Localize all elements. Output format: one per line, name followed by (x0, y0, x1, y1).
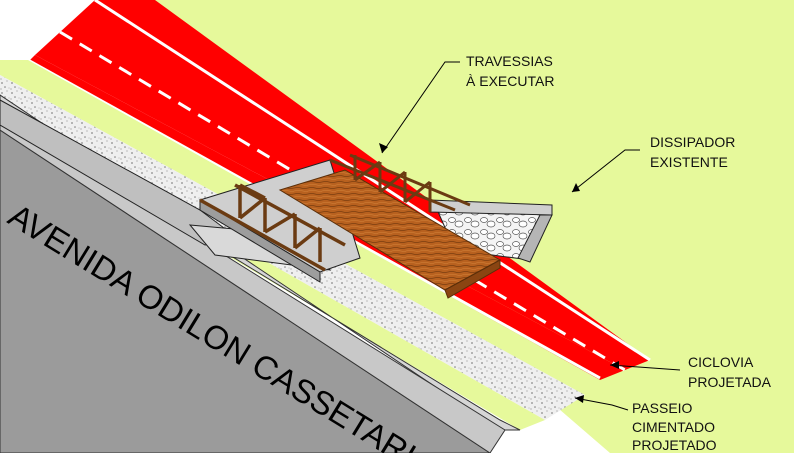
truss-far (329, 153, 471, 212)
label-travessias-line2: À EXECUTAR (466, 73, 554, 89)
truss-near (199, 183, 346, 272)
crossing-slab-side (199, 199, 321, 283)
label-passeio-line3: PROJETADO (632, 437, 717, 453)
label-dissipador-line2: EXISTENTE (650, 154, 728, 170)
curb-face (0, 114, 506, 453)
label-ciclovia-line1: CICLOVIA (688, 354, 754, 370)
wood-deck-side (444, 259, 501, 299)
label-travessias-line1: TRAVESSIAS (466, 53, 553, 69)
label-dissipador-line1: DISSIPADOR (650, 134, 735, 150)
leader-arrowheads (379, 143, 619, 403)
bike-lane-edge-top (94, 0, 651, 362)
label-passeio-line1: PASSEIO (632, 400, 693, 416)
label-passeio-line2: CIMENTADO (632, 419, 715, 435)
dissipator-wall-side (517, 214, 553, 263)
label-ciclovia-line2: PROJETADA (688, 374, 772, 390)
curb-top (0, 94, 521, 431)
leader-lines (381, 61, 681, 411)
